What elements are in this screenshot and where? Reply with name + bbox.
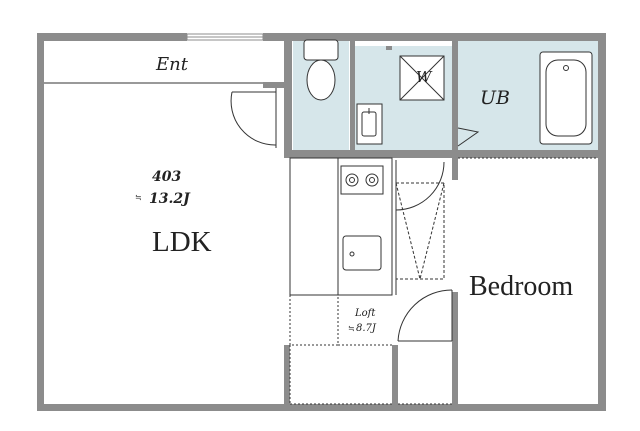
loft-area-prefix: ≒ [348, 324, 355, 333]
ldk-area: 13.2J [149, 191, 191, 207]
bedroom-door [397, 289, 453, 342]
loft-label: Loft [354, 308, 376, 319]
loft-area: 8.7J [356, 323, 377, 334]
kitchen-sink-icon [342, 235, 382, 271]
stove-icon [340, 165, 384, 195]
inner-walls [263, 33, 606, 411]
wash-basin-icon [356, 103, 383, 145]
toilet-icon [303, 39, 339, 101]
unit-number: 403 [152, 169, 181, 185]
entrance-label: Ent [155, 54, 189, 75]
bedroom-label: Bedroom [469, 271, 573, 302]
bathtub-icon [539, 51, 593, 145]
washroom-door [457, 127, 480, 147]
washroom-label: W [416, 68, 433, 86]
outer-walls [37, 33, 606, 411]
entrance-door [230, 88, 277, 148]
storage-cabinet [395, 160, 445, 295]
ldk-label: LDK [152, 226, 212, 258]
corridor-door [395, 160, 445, 211]
bath-label: UB [480, 87, 510, 109]
ldk-area-prefix: ≒ [135, 193, 142, 202]
windows [37, 33, 606, 346]
loft-outline [289, 157, 598, 404]
washing-machine-icon [399, 55, 445, 101]
